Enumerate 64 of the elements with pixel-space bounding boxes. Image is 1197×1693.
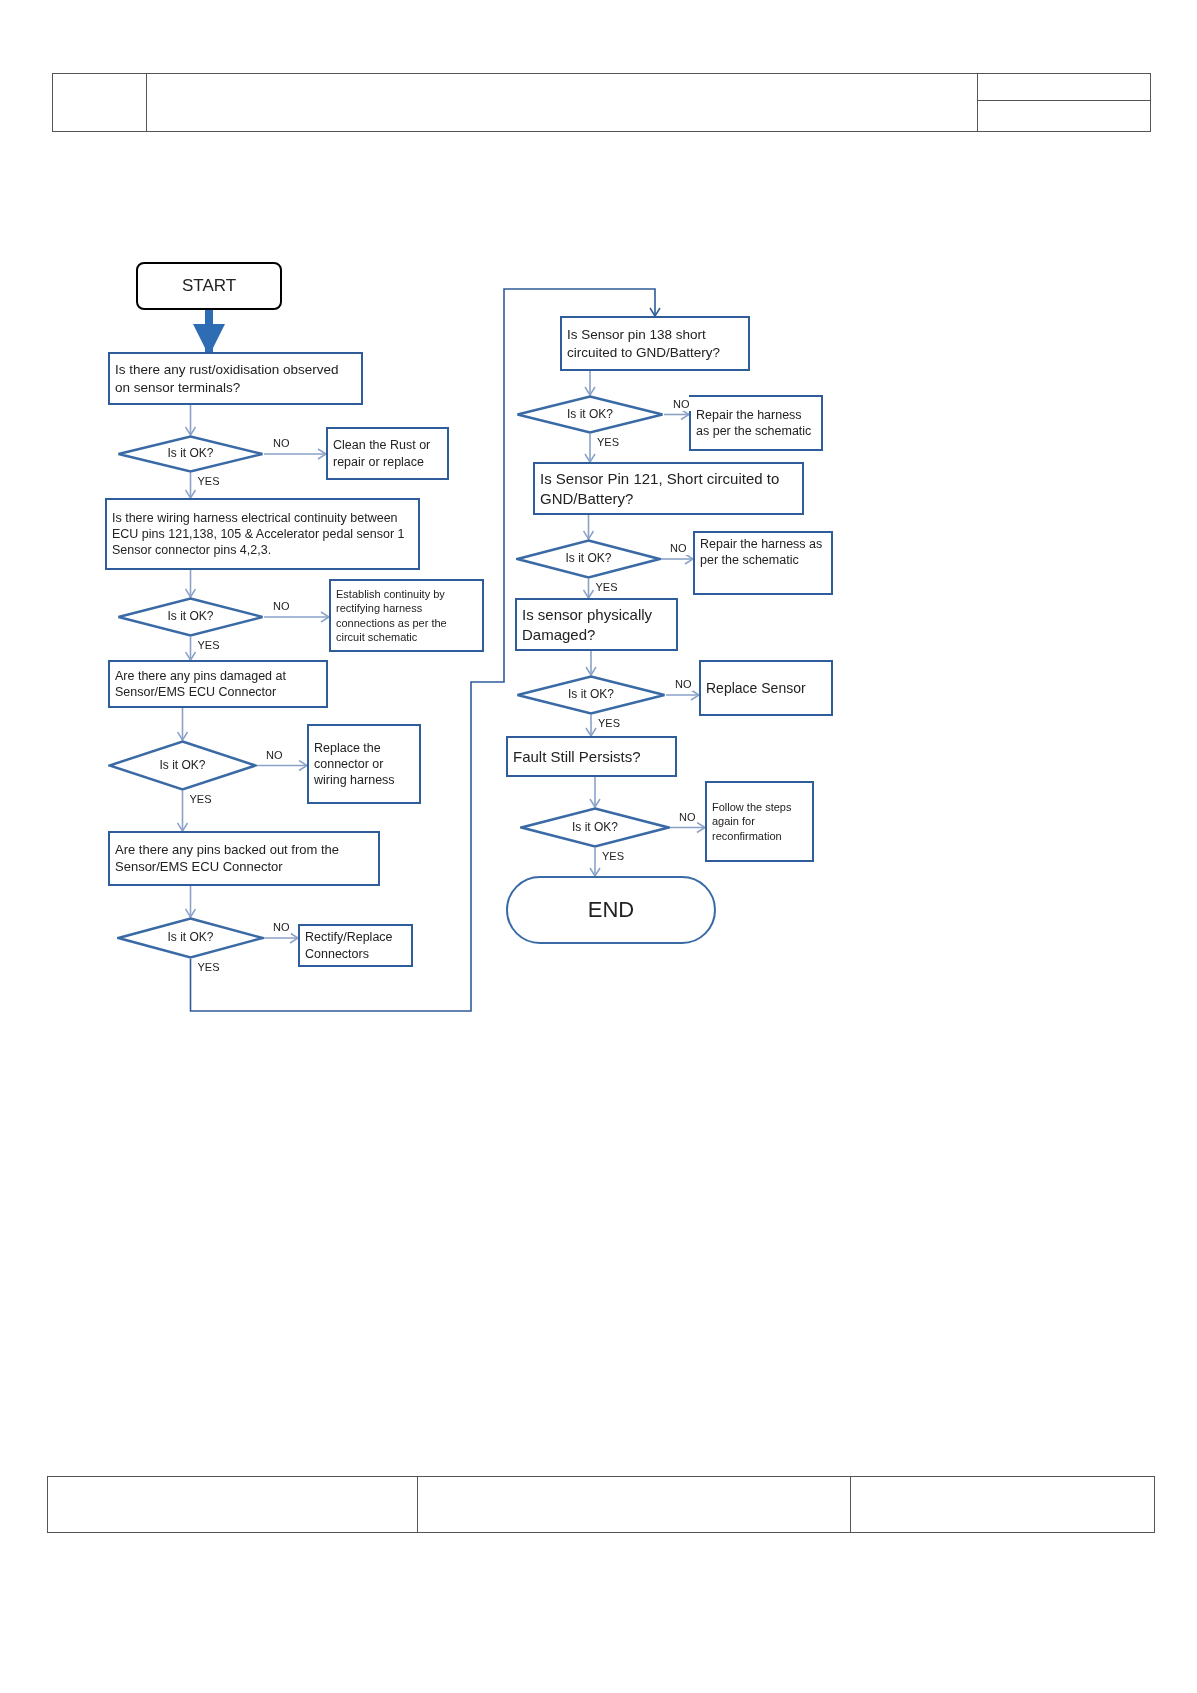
process-box: Rectify/Replace Connectors xyxy=(298,924,413,967)
arrow xyxy=(184,404,197,436)
arrow xyxy=(589,776,601,808)
edge-label: NO xyxy=(669,541,688,555)
arrow xyxy=(176,790,189,832)
arrow xyxy=(665,689,700,701)
edge-label: YES xyxy=(188,792,213,806)
arrow xyxy=(263,448,327,460)
decision-diamond: Is it OK? xyxy=(516,675,666,715)
edge-label: NO xyxy=(674,677,693,691)
process-box: Are there any pins damaged at Sensor/EMS ECU Connector xyxy=(108,660,328,708)
process-box: Replace Sensor xyxy=(699,660,833,716)
process-box: Clean the Rust or repair or replace xyxy=(326,427,449,480)
arrow xyxy=(263,932,299,944)
arrow xyxy=(256,759,308,772)
decision-diamond: Is it OK? xyxy=(516,395,664,434)
process-box: Is there wiring harness electrical continuity between ECU pins 121,138, 105 & Accelerator pedal sensor 1 Sensor connector pins 4,2,3. xyxy=(105,498,420,570)
arrow xyxy=(184,569,197,598)
process-box: Is there any rust/oxidisation observed on sensor terminals? xyxy=(108,352,363,405)
arrow xyxy=(582,578,595,599)
arrow xyxy=(184,636,197,661)
process-box: Repair the harness as per the schematic xyxy=(693,531,833,595)
process-box: Establish continuity by rectifying harness connections as per the circuit schematic xyxy=(329,579,484,652)
arrow xyxy=(660,553,694,565)
end-terminal: END xyxy=(506,876,716,944)
arrow xyxy=(585,650,597,676)
arrow xyxy=(669,821,706,834)
process-box: Is sensor physically Damaged? xyxy=(515,598,678,651)
arrow xyxy=(263,611,330,623)
edge-label: NO xyxy=(272,599,291,613)
process-box: Fault Still Persists? xyxy=(506,736,677,777)
edge-label: YES xyxy=(601,849,625,863)
arrow xyxy=(582,514,595,540)
edge-label: NO xyxy=(672,396,691,411)
decision-diamond: Is it OK? xyxy=(520,807,670,848)
arrow xyxy=(585,714,597,737)
process-box: Are there any pins backed out from the Sensor/EMS ECU Connector xyxy=(108,831,380,886)
process-box: Is Sensor pin 138 short circuited to GND/Battery? xyxy=(560,316,750,371)
arrow xyxy=(189,288,661,1012)
edge-label: YES xyxy=(196,474,221,488)
process-box: Repair the harness as per the schematic xyxy=(689,395,823,451)
arrow xyxy=(589,847,601,877)
arrow xyxy=(584,433,596,463)
arrow xyxy=(184,885,197,918)
edge-label: YES xyxy=(196,638,221,652)
process-box: Follow the steps again for reconfirmation xyxy=(705,781,814,862)
process-box: Replace the connector or wiring harness xyxy=(307,724,421,804)
decision-diamond: Is it OK? xyxy=(117,917,264,959)
arrow xyxy=(176,707,189,741)
decision-diamond: Is it OK? xyxy=(117,435,264,473)
process-box: Is Sensor Pin 121, Short circuited to GND/Battery? xyxy=(533,462,804,515)
decision-diamond: Is it OK? xyxy=(117,597,264,637)
start-terminal: START xyxy=(136,262,282,310)
arrow xyxy=(663,408,690,421)
edge-label: YES xyxy=(196,960,221,974)
edge-label: YES xyxy=(596,435,620,449)
arrow xyxy=(584,370,596,396)
edge-label: NO xyxy=(272,920,291,934)
decision-diamond: Is it OK? xyxy=(516,539,661,579)
edge-label: YES xyxy=(597,716,621,730)
arrow xyxy=(184,472,197,499)
edge-label: YES xyxy=(594,580,619,594)
decision-diamond: Is it OK? xyxy=(108,740,257,791)
edge-label: NO xyxy=(272,436,291,450)
